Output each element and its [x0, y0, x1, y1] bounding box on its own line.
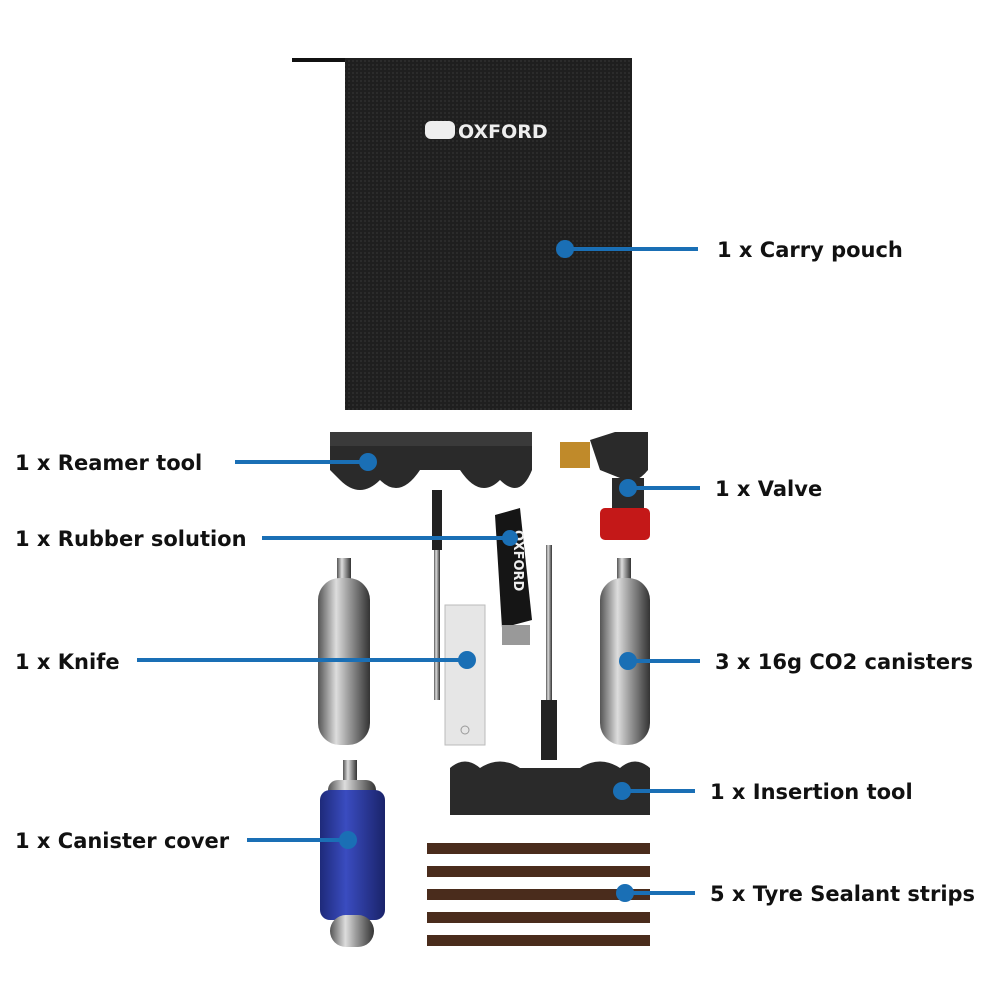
- callout-valve: 1 x Valve: [619, 477, 822, 501]
- rubber-solution-tube: OXFORD: [495, 508, 532, 645]
- knife: [444, 604, 486, 746]
- label-reamer: 1 x Reamer tool: [15, 451, 202, 475]
- callout-canisters: 3 x 16g CO2 canisters: [619, 650, 973, 674]
- insertion-tool: [450, 545, 650, 815]
- callout-rubber: 1 x Rubber solution: [15, 527, 518, 551]
- sealant-strips: [427, 843, 650, 946]
- canister-cover: [320, 760, 385, 947]
- valve: [560, 432, 650, 540]
- carry-pouch: OXFORD: [292, 58, 632, 410]
- label-valve: 1 x Valve: [715, 477, 822, 501]
- callout-strips: 5 x Tyre Sealant strips: [616, 882, 975, 906]
- label-knife: 1 x Knife: [15, 650, 120, 674]
- label-rubber: 1 x Rubber solution: [15, 527, 247, 551]
- label-cover: 1 x Canister cover: [15, 829, 230, 853]
- callout-cover: 1 x Canister cover: [15, 829, 357, 853]
- callout-carry-pouch: 1 x Carry pouch: [556, 238, 903, 262]
- svg-text:OXFORD: OXFORD: [510, 530, 525, 592]
- callout-insertion: 1 x Insertion tool: [613, 780, 913, 804]
- co2-canister-right: [600, 558, 650, 745]
- co2-canister-left: [318, 558, 370, 745]
- oxford-logo: OXFORD: [425, 121, 548, 143]
- reamer-tool: [330, 432, 532, 700]
- label-carry-pouch: 1 x Carry pouch: [717, 238, 903, 262]
- callout-reamer: 1 x Reamer tool: [15, 451, 377, 475]
- callout-knife: 1 x Knife: [15, 650, 476, 674]
- label-canisters: 3 x 16g CO2 canisters: [715, 650, 973, 674]
- label-insertion: 1 x Insertion tool: [710, 780, 913, 804]
- svg-text:OXFORD: OXFORD: [458, 121, 548, 143]
- label-strips: 5 x Tyre Sealant strips: [710, 882, 975, 906]
